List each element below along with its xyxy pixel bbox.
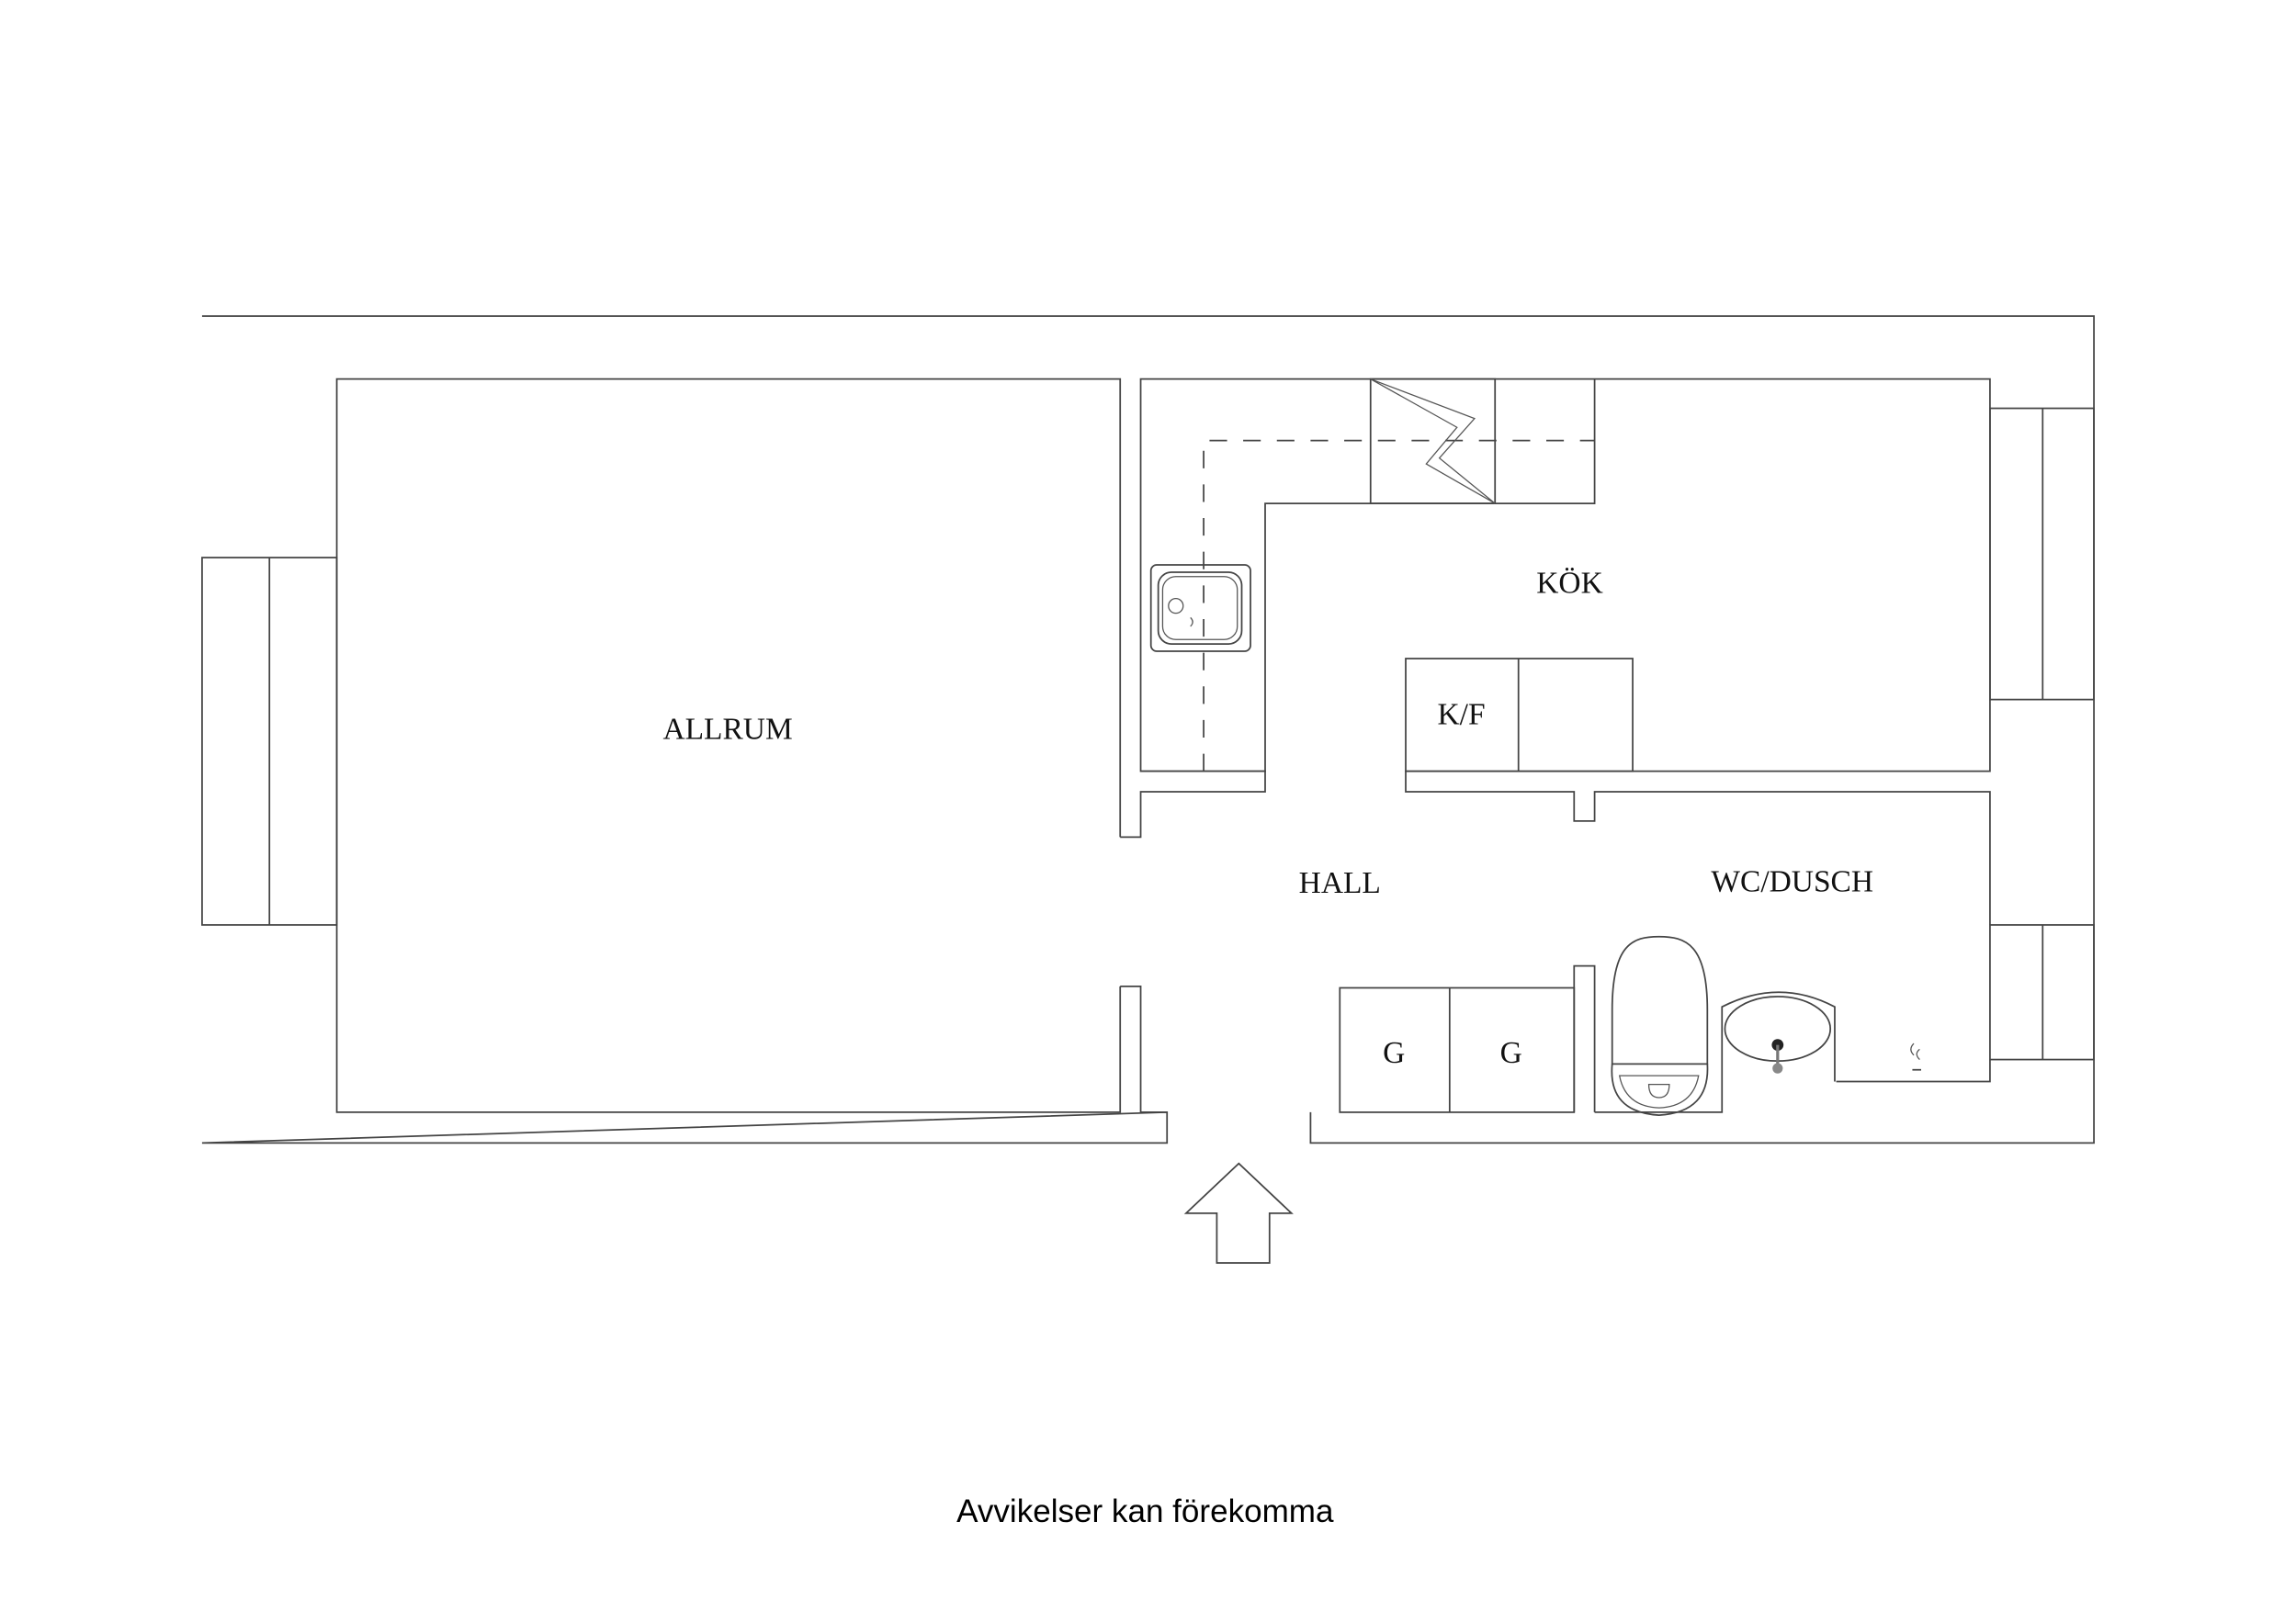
outer-walls	[201, 315, 2095, 1144]
hall-partition-wall	[1120, 378, 1991, 1113]
window-right-kitchen	[1989, 407, 2095, 701]
room-label-wc-dusch: WC/DUSCH	[1711, 864, 1873, 898]
room-label-hall: HALL	[1299, 866, 1381, 900]
wardrobes: G G	[1339, 986, 1576, 1113]
kitchen-counter	[1140, 378, 1596, 772]
toilet-icon	[1611, 935, 1709, 1116]
room-label-allrum: ALLRUM	[662, 713, 792, 747]
room-label-kok: KÖK	[1536, 566, 1602, 600]
wardrobe-label-1: G	[1383, 1036, 1405, 1070]
kitchen-sink-icon	[1149, 564, 1251, 652]
fridge-freezer-label: K/F	[1438, 698, 1486, 732]
wardrobe-label-2: G	[1500, 1036, 1522, 1070]
shower-icon	[1910, 1043, 1921, 1071]
window-right-bathroom	[1989, 924, 2095, 1061]
bathroom-wall	[1594, 1081, 1724, 1113]
wash-basin-icon	[1721, 991, 1836, 1082]
room-allrum	[335, 378, 1122, 1113]
arrow-up-icon	[1183, 1162, 1294, 1264]
disclaimer-text: Avvikelser kan förekomma	[956, 1493, 1334, 1529]
fridge-freezer: K/F	[1405, 658, 1634, 772]
window-left	[201, 557, 338, 926]
stove-icon	[1370, 378, 1496, 504]
